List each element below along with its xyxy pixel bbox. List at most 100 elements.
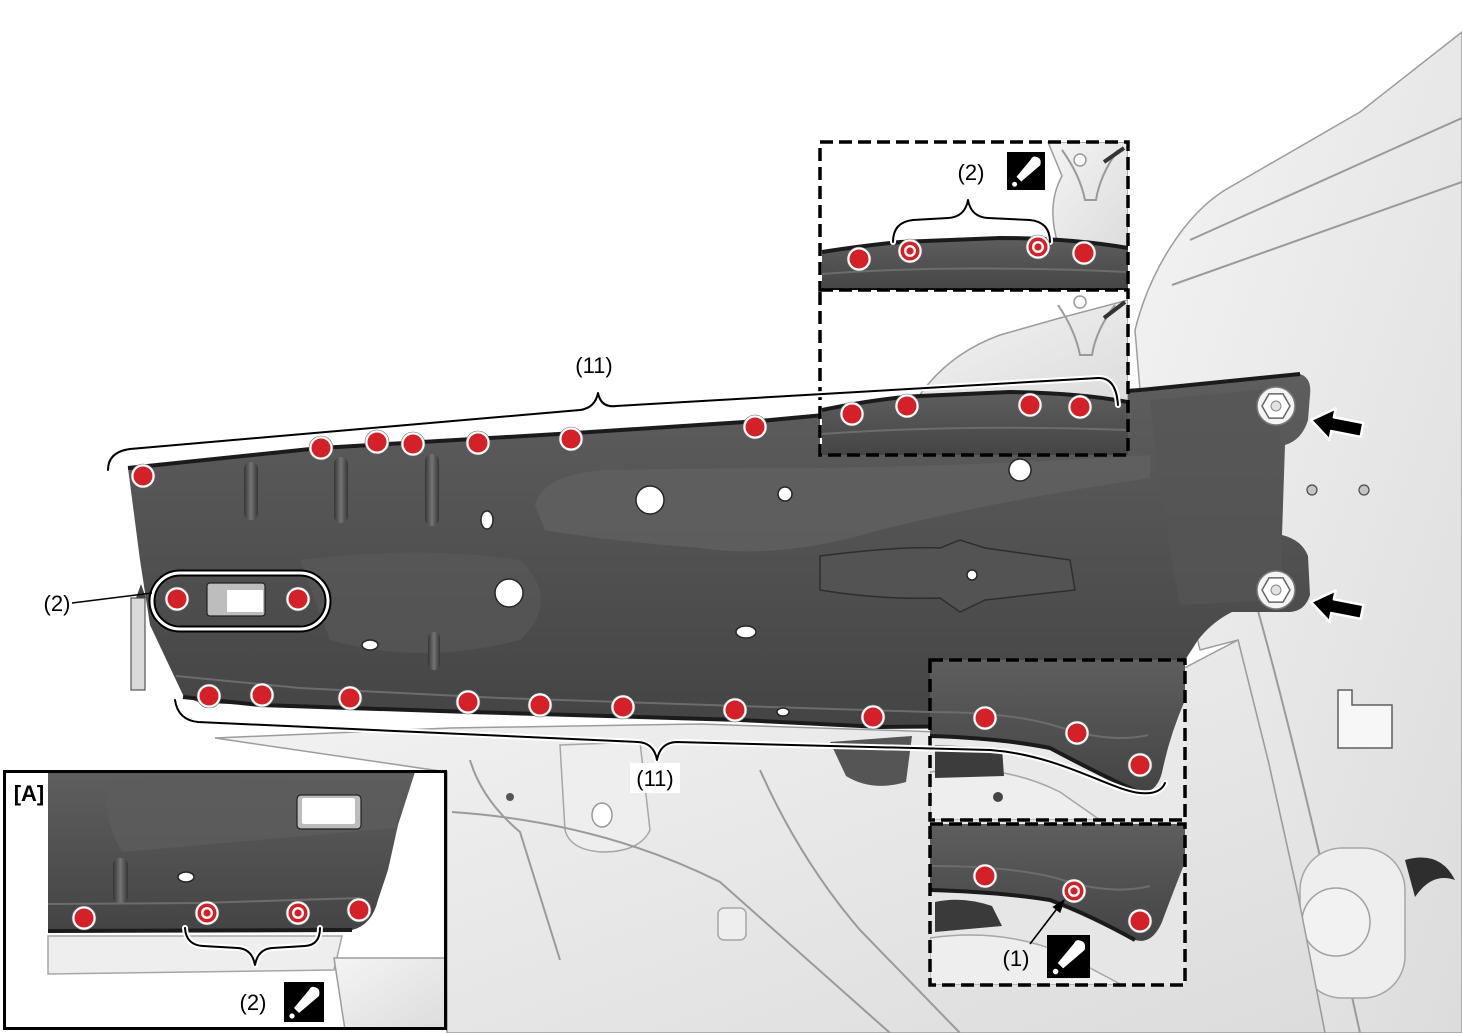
spot-weld-icon — [455, 689, 481, 715]
inset-flange-rim — [930, 734, 1139, 794]
weld-mark-part — [842, 404, 862, 424]
side-weld-leader-line — [71, 592, 153, 604]
frame-raised-band — [819, 539, 1076, 613]
inset-flange-line — [821, 426, 1128, 435]
spot-weld-icon — [196, 683, 222, 709]
inset-dark-member — [935, 745, 1004, 778]
spot-weld-icon — [308, 435, 334, 461]
frame-hole — [777, 486, 793, 502]
weld-mark-part — [975, 708, 995, 728]
inset-dark-member — [935, 899, 1002, 932]
spot-weld-icon — [400, 431, 426, 457]
weld-mark-part — [403, 434, 423, 454]
spot-weld-icon — [364, 429, 390, 455]
inset-flange-line — [930, 711, 1149, 739]
plug-weld-icon — [194, 900, 220, 926]
upper-flange-brace — [105, 375, 1121, 473]
spot-weld-icon — [71, 905, 97, 931]
plug-weld-icon — [285, 900, 311, 926]
view-a-border — [3, 770, 447, 1030]
lower-flange-brace — [172, 697, 1168, 797]
weld-mark-part — [975, 866, 995, 886]
upper-inset-brace — [890, 197, 1053, 245]
frame-hole — [735, 625, 757, 639]
body-locating-mark — [1306, 484, 1318, 496]
frame-end-bracket — [130, 597, 146, 691]
weld-mark-part — [1034, 243, 1042, 251]
inset-body-bracket — [1047, 142, 1128, 251]
frame-lower-flange-rim — [182, 695, 1001, 729]
weld-mark-part — [1070, 397, 1090, 417]
spot-weld-icon — [130, 463, 156, 489]
floor-contour-line — [759, 769, 961, 1033]
inset-flange-line — [930, 865, 1151, 891]
frame-square-hole — [227, 590, 263, 612]
weld-mark-part — [725, 700, 745, 720]
view-a-floor-panel — [333, 957, 446, 1029]
weld-mark-part — [745, 417, 765, 437]
spot-weld-icon — [337, 685, 363, 711]
upper-inset-label: (2) — [958, 160, 985, 185]
frame-hole — [494, 578, 524, 608]
floor-tab — [717, 907, 747, 941]
side-weld-label: (2) — [44, 591, 71, 616]
detail-inset-upper-2 — [820, 290, 1128, 455]
frame-hole — [361, 639, 379, 651]
arrow-left-icon — [1309, 407, 1365, 442]
body-grommet — [1301, 887, 1371, 957]
floor-bracket-hole — [591, 802, 613, 828]
spot-weld-icon — [465, 430, 491, 456]
spot-weld-icon — [1064, 720, 1090, 746]
weld-mark-part — [167, 589, 187, 609]
body-flange-notch — [1337, 689, 1393, 749]
side-weld-callout-oval-inner — [150, 571, 330, 631]
view-a-hole — [177, 871, 195, 883]
view-a-square-hole — [302, 798, 355, 824]
spot-weld-icon — [742, 414, 768, 440]
spot-weld-icon — [894, 393, 920, 419]
inset-flange-rim — [821, 236, 1128, 254]
weld-mark-part — [468, 433, 488, 453]
spot-weld-icon — [249, 682, 275, 708]
inset-rod — [1102, 300, 1127, 320]
spot-weld-icon — [610, 694, 636, 720]
plug-weld-leader-arrowhead — [1052, 899, 1065, 914]
frame-hole — [635, 485, 665, 515]
spot-weld-icon — [527, 692, 553, 718]
weld-mark-part — [294, 909, 302, 917]
weld-mark-part — [74, 908, 94, 928]
frame-stiffener-rib — [428, 632, 440, 670]
weld-mark-part — [199, 686, 219, 706]
lower-flange-label-box — [630, 763, 680, 793]
inset-bracket-y-detail — [1057, 304, 1116, 356]
body-ridge-line-lower — [1171, 181, 1462, 286]
weld-mark-layer — [71, 234, 1153, 934]
weld-mark-part — [1130, 755, 1150, 775]
frame-emboss-left — [300, 552, 541, 653]
weld-mark-part — [349, 900, 369, 920]
weld-mark-part — [1070, 887, 1078, 895]
weld-torch-icon — [1047, 935, 1090, 978]
frame-stiffener-rib — [244, 462, 258, 520]
spot-weld-icon — [1071, 240, 1097, 266]
inset-bracket-hole — [1073, 153, 1087, 167]
weld-mark-part — [897, 396, 917, 416]
body-recess-shadow — [1405, 857, 1455, 897]
spot-weld-icon — [346, 897, 372, 923]
arrow-left-icon — [1309, 589, 1365, 624]
bolt-icon — [1256, 386, 1296, 426]
floor-pin — [506, 793, 514, 801]
frame-emboss-center — [535, 455, 1150, 552]
weld-mark-part — [849, 249, 869, 269]
detail-inset-lower-1-border — [928, 658, 1187, 822]
spot-weld-icon — [846, 246, 872, 272]
weld-mark-part — [613, 697, 633, 717]
spot-weld-icon — [1017, 392, 1043, 418]
detail-inset-lower-1 — [930, 660, 1185, 820]
frame-stiffener-rib — [425, 454, 439, 526]
inset-bracket-y-detail — [1061, 149, 1119, 201]
weld-mark-part — [311, 438, 331, 458]
inset-frame-flange — [930, 824, 1185, 941]
weld-mark-part — [1130, 911, 1150, 931]
